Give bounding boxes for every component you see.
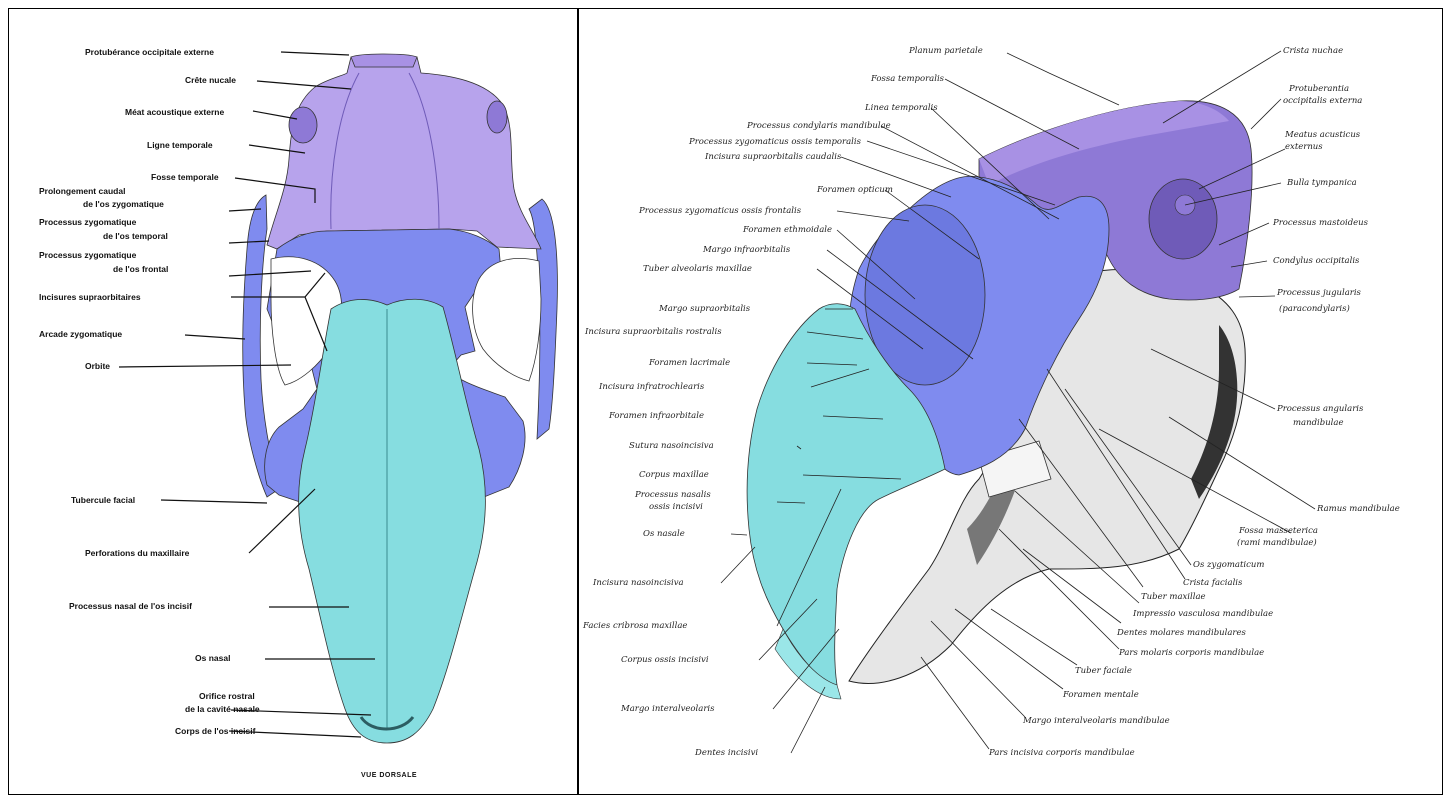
label-foramen-opticum: Foramen opticum	[816, 185, 893, 195]
label-foramen-mentale: Foramen mentale	[1062, 690, 1139, 700]
label-incisura-infratrochlearis: Incisura infratrochlearis	[598, 382, 705, 392]
label-fossa-temporalis: Fossa temporalis	[870, 74, 945, 84]
label-processus-nasalis: Processus nasalis	[634, 490, 711, 500]
label-meatus-acusticus-2: externus	[1285, 142, 1323, 152]
label-linea-temporalis: Linea temporalis	[864, 103, 938, 113]
label-foramen-ethmoidale: Foramen ethmoidale	[742, 225, 832, 235]
label-processus-angularis: Processus angularis	[1276, 404, 1364, 414]
label-corps-os-incisif: Corps de l'os incisif	[175, 726, 256, 736]
lateral-skull-diagram: Planum parietale Fossa temporalis Linea …	[579, 9, 1443, 795]
label-proc-zyg-temporal: Processus zygomatique	[39, 217, 137, 227]
label-processus-jugularis: Processus jugularis	[1276, 288, 1362, 298]
label-foramen-lacrimale: Foramen lacrimale	[648, 358, 730, 368]
label-protuberantia-2: occipitalis externa	[1283, 96, 1362, 106]
label-planum-parietale: Planum parietale	[908, 46, 983, 56]
label-bulla-tympanica: Bulla tympanica	[1286, 178, 1357, 188]
label-prolongement-caudal-2: de l'os zygomatique	[83, 199, 164, 209]
label-pars-molaris: Pars molaris corporis mandibulae	[1118, 648, 1264, 658]
label-sutura-nasoincisiva: Sutura nasoincisiva	[629, 441, 714, 451]
left-external-acoustic-meatus	[289, 107, 317, 143]
label-os-zygomaticum: Os zygomaticum	[1193, 560, 1264, 570]
label-tuber-alveolaris: Tuber alveolaris maxillae	[643, 264, 752, 274]
label-incisures-supraorbitaires: Incisures supraorbitaires	[39, 292, 141, 302]
dorsal-skull-diagram: Protubérance occipitale externe Crête nu…	[9, 9, 578, 795]
label-prolongement-caudal: Prolongement caudal	[39, 186, 125, 196]
label-proc-zyg-frontal: Processus zygomatique	[39, 250, 137, 260]
label-os-nasale: Os nasale	[643, 529, 685, 539]
label-meat-acoustique: Méat acoustique externe	[125, 107, 224, 117]
label-margo-infraorbitalis: Margo infraorbitalis	[702, 245, 791, 255]
label-orifice-rostral: Orifice rostral	[199, 691, 255, 701]
label-protuberantia: Protuberantia	[1288, 84, 1349, 94]
label-foramen-infraorbitale: Foramen infraorbitale	[608, 411, 704, 421]
label-ossis-incisivi: ossis incisivi	[649, 502, 703, 512]
label-margo-interalv-mand: Margo interalveolaris mandibulae	[1022, 716, 1170, 726]
right-orbit	[473, 258, 541, 381]
external-acoustic-meatus	[1149, 179, 1217, 259]
right-external-acoustic-meatus	[487, 101, 507, 133]
label-tuber-maxillae: Tuber maxillae	[1141, 592, 1206, 602]
label-corpus-maxillae: Corpus maxillae	[639, 470, 709, 480]
label-impressio-vasculosa: Impressio vasculosa mandibulae	[1132, 609, 1273, 619]
label-processus-mastoideus: Processus mastoideus	[1272, 218, 1369, 228]
label-incisura-supraorb-rostr: Incisura supraorbitalis rostralis	[584, 327, 722, 337]
label-os-nasal: Os nasal	[195, 653, 230, 663]
nasal-incisive-region	[299, 299, 486, 743]
label-incisura-supraorb-caud: Incisura supraorbitalis caudalis	[704, 152, 842, 162]
label-corpus-ossis-incisivi: Corpus ossis incisivi	[621, 655, 709, 665]
label-perforations-maxillaire: Perforations du maxillaire	[85, 548, 190, 558]
label-margo-supraorbitalis: Margo supraorbitalis	[658, 304, 751, 314]
label-tubercule-facial: Tubercule facial	[71, 495, 135, 505]
label-orifice-rostral-2: de la cavité nasale	[185, 704, 260, 714]
label-proc-zyg-frontal-2: de l'os frontal	[113, 264, 168, 274]
label-mandibulae: mandibulae	[1293, 418, 1344, 428]
label-facies-cribrosa: Facies cribrosa maxillae	[582, 621, 687, 631]
label-processus-nasal: Processus nasal de l'os incisif	[69, 601, 192, 611]
label-margo-interalveolaris: Margo interalveolaris	[620, 704, 715, 714]
label-proc-zyg-temporal-2: de l'os temporal	[103, 231, 168, 241]
label-crista-facialis: Crista facialis	[1183, 578, 1243, 588]
label-incisura-nasoincisiva: Incisura nasoincisiva	[592, 578, 684, 588]
label-crista-nuchae: Crista nuchae	[1283, 46, 1343, 56]
dorsal-view-panel: Protubérance occipitale externe Crête nu…	[8, 8, 578, 795]
label-proc-zyg-temporalis: Processus zygomaticus ossis temporalis	[688, 137, 862, 147]
label-crete-nucale: Crête nucale	[185, 75, 236, 85]
label-fossa-masseterica: Fossa masseterica	[1238, 526, 1318, 536]
view-caption: VUE DORSALE	[361, 772, 417, 779]
label-ligne-temporale: Ligne temporale	[147, 140, 213, 150]
label-rami-mandibulae: (rami mandibulae)	[1237, 537, 1317, 548]
label-pars-incisiva: Pars incisiva corporis mandibulae	[988, 748, 1135, 758]
label-orbite: Orbite	[85, 361, 110, 371]
label-arcade-zygomatique: Arcade zygomatique	[39, 329, 122, 339]
label-ramus-mandibulae: Ramus mandibulae	[1316, 504, 1400, 514]
label-proc-condylaris: Processus condylaris mandibulae	[746, 121, 891, 131]
label-proc-zyg-frontalis: Processus zygomaticus ossis frontalis	[638, 206, 802, 216]
dorsal-labels: Protubérance occipitale externe Crête nu…	[39, 47, 260, 736]
label-tuber-faciale: Tuber faciale	[1075, 666, 1132, 676]
label-condylus-occipitalis: Condylus occipitalis	[1273, 256, 1360, 266]
label-dentes-molares: Dentes molares mandibulares	[1116, 628, 1247, 638]
label-protuberance: Protubérance occipitale externe	[85, 47, 214, 57]
lateral-view-panel: Planum parietale Fossa temporalis Linea …	[578, 8, 1443, 795]
label-paracondylaris: (paracondylaris)	[1279, 303, 1350, 314]
label-meatus-acusticus: Meatus acusticus	[1284, 130, 1361, 140]
label-fosse-temporale: Fosse temporale	[151, 172, 219, 182]
occipital-crest	[351, 54, 417, 67]
label-dentes-incisivi: Dentes incisivi	[694, 748, 758, 758]
